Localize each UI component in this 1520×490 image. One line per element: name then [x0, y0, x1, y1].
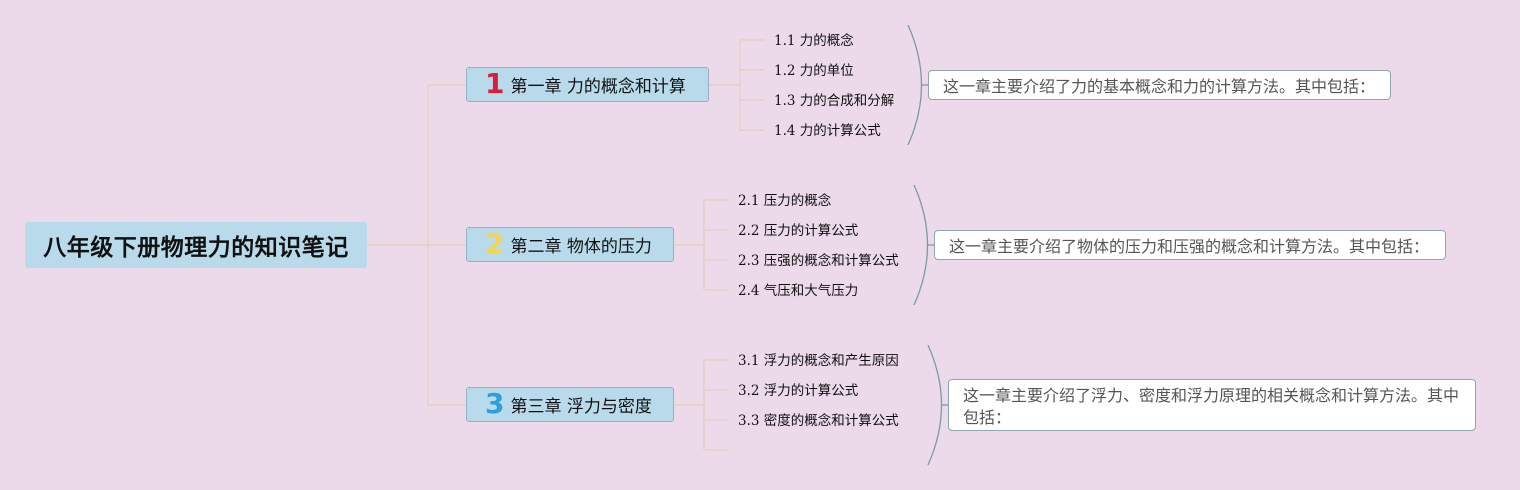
chapter-3-topic[interactable]: 3 第三章 浮力与密度 — [466, 387, 674, 422]
root-title: 八年级下册物理力的知识笔记 — [43, 235, 349, 261]
ch2-brace — [913, 184, 929, 306]
chapter-2-title: 第二章 物体的压力 — [510, 237, 652, 257]
chapter-3-section-1[interactable]: 3.1 浮力的概念和产生原因 — [738, 353, 899, 369]
chapter-2-section-3[interactable]: 2.3 压强的概念和计算公式 — [738, 253, 899, 269]
chapter-3-number-icon: 3 — [485, 386, 505, 420]
chapter-3-title: 第三章 浮力与密度 — [510, 397, 652, 417]
root-topic[interactable]: 八年级下册物理力的知识笔记 — [25, 222, 367, 268]
chapter-1-section-1[interactable]: 1.1 力的概念 — [774, 33, 854, 49]
chapter-2-section-4[interactable]: 2.4 气压和大气压力 — [738, 283, 859, 299]
ch1-brace — [907, 24, 923, 146]
chapter-3-section-3[interactable]: 3.3 密度的概念和计算公式 — [738, 413, 899, 429]
chapter-1-section-4[interactable]: 1.4 力的计算公式 — [774, 123, 881, 139]
chapter-1-number-icon: 1 — [485, 66, 505, 100]
chapter-2-number-icon: 2 — [485, 226, 505, 260]
chapter-3-section-2[interactable]: 3.2 浮力的计算公式 — [738, 383, 859, 399]
chapter-1-summary[interactable]: 这一章主要介绍了力的基本概念和力的计算方法。其中包括： — [928, 70, 1391, 100]
chapter-1-section-2[interactable]: 1.2 力的单位 — [774, 63, 854, 79]
chapter-2-summary[interactable]: 这一章主要介绍了物体的压力和压强的概念和计算方法。其中包括： — [934, 230, 1446, 260]
chapter-2-topic[interactable]: 2 第二章 物体的压力 — [466, 227, 674, 262]
chapter-1-title: 第一章 力的概念和计算 — [510, 77, 686, 97]
chapter-1-section-3[interactable]: 1.3 力的合成和分解 — [774, 93, 895, 109]
chapter-2-section-1[interactable]: 2.1 压力的概念 — [738, 193, 832, 209]
chapter-1-summary-text: 这一章主要介绍了力的基本概念和力的计算方法。其中包括： — [943, 77, 1376, 96]
chapter-3-summary-text: 这一章主要介绍了浮力、密度和浮力原理的相关概念和计算方法。其中包括： — [963, 386, 1460, 427]
ch3-brace — [927, 344, 943, 466]
chapter-1-topic[interactable]: 1 第一章 力的概念和计算 — [466, 67, 709, 102]
chapter-2-section-2[interactable]: 2.2 压力的计算公式 — [738, 223, 859, 239]
chapter-3-summary[interactable]: 这一章主要介绍了浮力、密度和浮力原理的相关概念和计算方法。其中包括： — [948, 379, 1476, 431]
chapter-2-summary-text: 这一章主要介绍了物体的压力和压强的概念和计算方法。其中包括： — [949, 237, 1430, 256]
